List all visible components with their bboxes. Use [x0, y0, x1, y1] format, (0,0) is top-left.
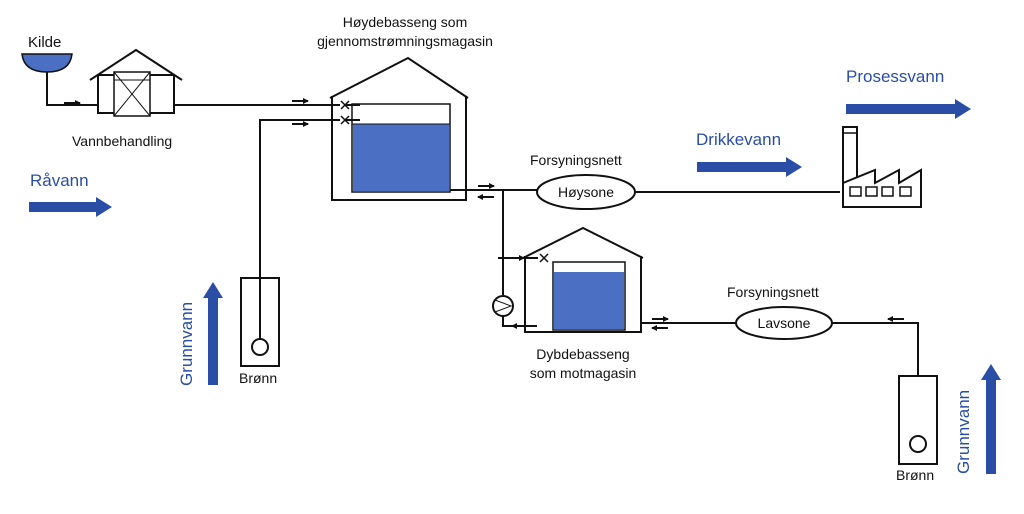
- bronn-right-label: Brønn: [896, 467, 935, 483]
- hoysone-label: Høysone: [557, 184, 615, 200]
- valve-icon: [539, 253, 549, 263]
- spring-bowl-icon: [21, 53, 73, 73]
- flow-arrow-grunnvann-left: [203, 282, 223, 385]
- drikkevann-label: Drikkevann: [696, 130, 782, 149]
- flow-arrow-ravann: [29, 197, 112, 217]
- prosessvann-label: Prosessvann: [846, 67, 945, 86]
- forsyningsnett-low-label: Forsyningsnett: [727, 284, 819, 300]
- flow-arrow-grunnvann-right: [981, 364, 1001, 474]
- vannbehandling-label: Vannbehandling: [72, 133, 173, 149]
- grunnvann-left-label: Grunnvann: [177, 301, 196, 386]
- bronn-left-label: Brønn: [239, 370, 278, 386]
- lavsone-label: Lavsone: [757, 315, 811, 331]
- well-pump-icon: [898, 375, 938, 465]
- dybdebasseng-label-line2: som motmagasin: [529, 365, 637, 381]
- valve-icon: [340, 100, 360, 125]
- flow-arrow-prosessvann: [846, 99, 971, 119]
- water-level-low: [554, 272, 624, 329]
- pipe-spring-to-treatment: [46, 72, 98, 106]
- hoydebasseng-label-line2: gjennomstrømningsmagasin: [317, 33, 493, 49]
- low-reservoir: [522, 226, 644, 333]
- well-pump-icon: [240, 277, 280, 367]
- treatment-house-icon: [89, 48, 183, 117]
- forsyningsnett-high-label: Forsyningsnett: [530, 152, 622, 168]
- ravann-label: Råvann: [30, 171, 89, 190]
- factory-icon: [842, 126, 922, 208]
- kilde-label: Kilde: [28, 34, 62, 51]
- water-level-high: [353, 124, 449, 191]
- pump-icon: [492, 295, 514, 317]
- high-reservoir: [329, 56, 469, 201]
- dybdebasseng-label-line1: Dybdebasseng: [536, 346, 630, 362]
- pipe-well-to-high-tank: [259, 119, 340, 345]
- grunnvann-right-label: Grunnvann: [954, 389, 973, 474]
- hoydebasseng-label-line1: Høydebasseng som: [342, 14, 468, 30]
- flow-arrow-drikkevann: [697, 157, 802, 177]
